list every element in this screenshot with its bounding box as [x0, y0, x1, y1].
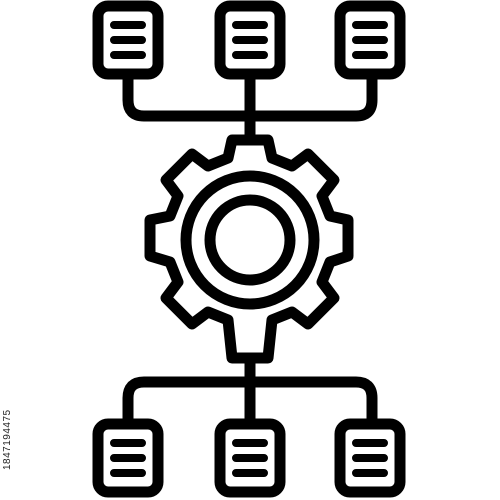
stock-id-watermark: 1847194475 — [2, 409, 13, 470]
top-document-center-icon — [214, 0, 286, 80]
top-connector-lines — [122, 72, 378, 144]
top-document-left-icon — [92, 0, 164, 80]
bottom-document-right-icon — [334, 418, 406, 498]
bottom-connector-lines — [122, 354, 378, 428]
top-document-right-icon — [334, 0, 406, 80]
bottom-document-center-icon — [214, 418, 286, 498]
bottom-document-left-icon — [92, 418, 164, 498]
gear-icon — [144, 134, 354, 364]
